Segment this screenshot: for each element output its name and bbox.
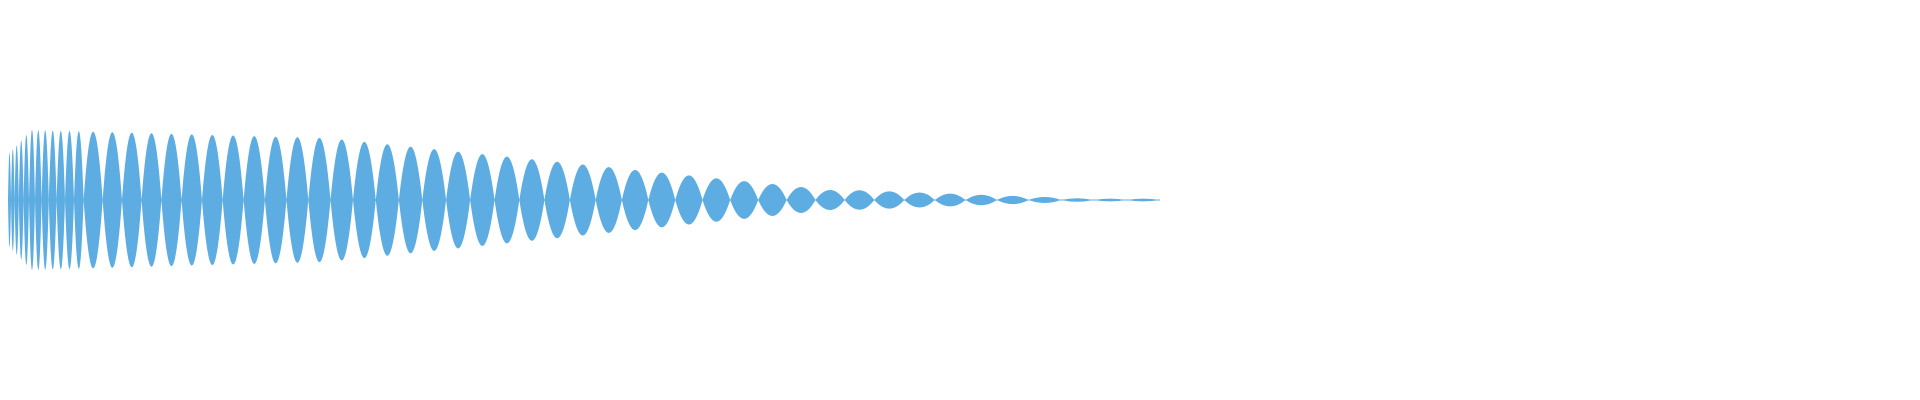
waveform-lobes xyxy=(8,130,1160,270)
